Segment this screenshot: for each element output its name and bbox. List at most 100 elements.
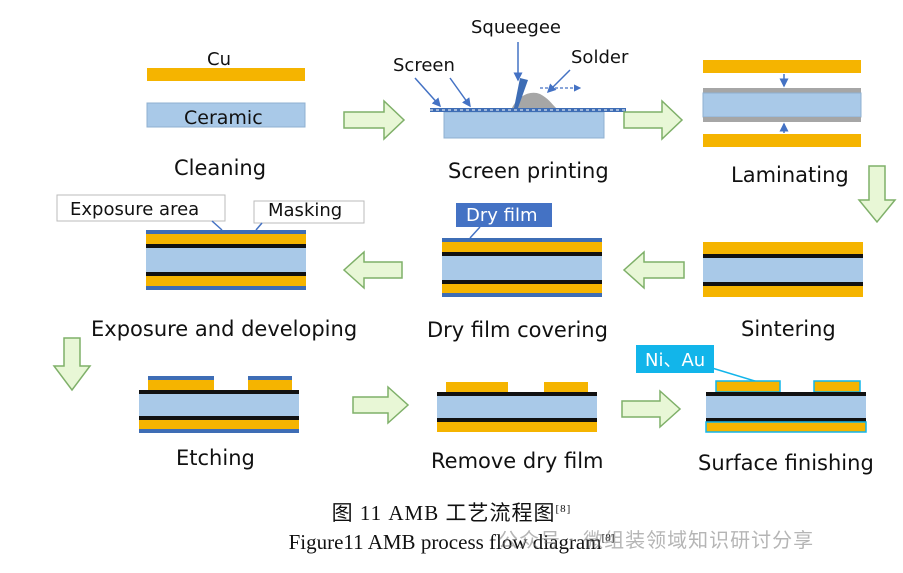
dry-film-right [248, 376, 292, 380]
exposure-area-label: Exposure area [70, 199, 199, 220]
bond-layer-bottom [706, 418, 866, 422]
solder-label: Solder [571, 47, 629, 68]
surface-finishing-label: Surface finishing [698, 451, 874, 475]
exposure-area-box [56, 194, 226, 222]
screen-pointer [414, 77, 441, 108]
plated-pad-left [715, 380, 781, 393]
stage-exposure-developing: Exposure area Masking Exposure and devel… [56, 194, 365, 341]
ni-au-label: Ni、Au [645, 350, 705, 371]
dry-film-bottom [139, 429, 299, 433]
bond-layer-top [703, 254, 863, 258]
squeegee-blade [514, 78, 528, 108]
caption-en-reference: [8] [601, 532, 615, 544]
copper-bottom [442, 284, 602, 293]
bond-layer-top [139, 390, 299, 394]
stage-remove-dry-film: Remove dry film [431, 382, 603, 473]
flow-arrow-right [352, 385, 410, 425]
bonding-layer-top [703, 88, 861, 93]
sintering-label: Sintering [741, 317, 836, 341]
screen-label: Screen [393, 55, 455, 76]
caption-en-text: Figure11 AMB process flow diagram [288, 530, 602, 554]
exposure-pointer [211, 220, 223, 231]
copper-top [146, 234, 306, 244]
wechat-watermark: 公众号 · 微组装领域知识研讨分享 [498, 528, 815, 552]
copper-pad-left [446, 382, 508, 392]
copper-pad-right [248, 380, 292, 390]
cleaning-label: Cleaning [174, 156, 266, 180]
ceramic-substrate [139, 394, 299, 416]
exposure-developing-label: Exposure and developing [91, 317, 357, 341]
copper-bottom [703, 286, 863, 297]
ceramic-substrate [437, 396, 597, 418]
stage-laminating: Laminating [702, 60, 862, 187]
dry-film-top [146, 230, 306, 234]
ceramic-label: Ceramic [184, 107, 263, 129]
bond-layer-bottom [703, 282, 863, 286]
solder-pointer [546, 69, 571, 94]
copper-bottom [437, 422, 597, 432]
copper-bottom [139, 420, 299, 429]
laminating-label: Laminating [731, 163, 849, 187]
ceramic-substrate [703, 258, 863, 282]
copper-pad-right [544, 382, 588, 392]
bond-layer-top [706, 392, 866, 396]
ceramic-substrate [443, 111, 605, 139]
flow-arrow-left [342, 250, 403, 290]
stage-surface-finishing: Ni、Au Surface finishing [636, 345, 874, 475]
ni-au-callout [636, 345, 714, 373]
dry-film-callout [456, 203, 552, 227]
masking-box [253, 200, 365, 224]
amb-process-diagram: Cu Ceramic Cleaning Squeegee Screen Sold… [52, 17, 897, 475]
copper-pad-left [148, 380, 214, 390]
dry-film-bottom [442, 293, 602, 297]
caption-cn-reference: [8] [555, 503, 572, 515]
copper-foil-top [703, 60, 861, 73]
ceramic-substrate [146, 102, 306, 128]
flow-arrow-down [52, 337, 92, 392]
copper-top [442, 242, 602, 252]
copper-top [703, 242, 863, 254]
ceramic-substrate [442, 256, 602, 280]
flow-arrow-right [621, 389, 682, 429]
dry-film-label: Dry film [466, 205, 538, 226]
ceramic-substrate [706, 396, 866, 418]
plated-pad-right [813, 380, 861, 393]
stage-screen-printing: Squeegee Screen Solder Screen printing [393, 17, 629, 183]
bond-layer-top [437, 392, 597, 396]
flow-arrow-left [622, 250, 685, 290]
dry-film-covering-label: Dry film covering [427, 318, 608, 342]
flow-arrow-right [623, 99, 684, 141]
dry-film-left [148, 376, 214, 380]
plated-copper-bottom [705, 421, 867, 433]
dry-film-pointer [469, 226, 481, 239]
flow-arrow-right [343, 99, 406, 141]
ceramic-substrate [146, 248, 306, 272]
masking-label: Masking [268, 200, 342, 221]
etching-label: Etching [176, 446, 255, 470]
masking-pointer [255, 222, 263, 231]
stage-cleaning: Cu Ceramic Cleaning [146, 49, 306, 180]
stage-sintering: Sintering [703, 242, 863, 341]
figure-caption-english: Figure11 AMB process flow diagram[8] [0, 530, 903, 555]
bond-layer-bottom [437, 418, 597, 422]
squeegee-label: Squeegee [471, 17, 561, 38]
figure-caption-chinese: 图 11 AMB 工艺流程图[8] [0, 497, 903, 527]
stage-dry-film-covering: Dry film Dry film covering [427, 203, 608, 342]
dry-film-bottom [146, 286, 306, 290]
bond-layer-top [442, 252, 602, 256]
stage-etching: Etching [139, 376, 299, 470]
bond-layer-top [146, 244, 306, 248]
screen-pointer-2 [449, 77, 471, 108]
screen-printing-label: Screen printing [448, 159, 609, 183]
bonding-layer-bottom [703, 117, 861, 122]
cu-label: Cu [207, 49, 231, 70]
caption-cn-text: 图 11 AMB 工艺流程图 [331, 501, 556, 525]
solder-paste [512, 92, 556, 108]
bond-layer-bottom [146, 272, 306, 276]
copper-foil [147, 68, 305, 81]
bond-layer-bottom [442, 280, 602, 284]
bond-layer-bottom [139, 416, 299, 420]
ceramic-substrate [702, 92, 862, 118]
flow-arrow-down [857, 165, 897, 224]
dry-film-top [442, 238, 602, 242]
